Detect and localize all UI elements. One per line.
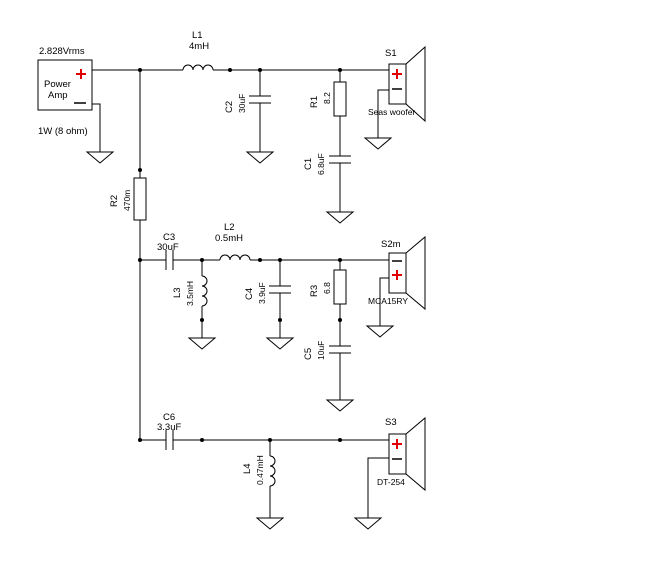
ground-icon [85, 150, 115, 164]
speaker-S1-cone [405, 45, 426, 123]
ground-icon [255, 517, 285, 530]
inductor-L4: L4 0.47mH [242, 440, 276, 518]
ground-icon [265, 337, 295, 350]
capacitor-C1: C1 6.8uF [303, 153, 351, 211]
L1-value: 4mH [189, 41, 209, 52]
source-plus-icon [76, 69, 86, 79]
R1-value: 8.2 [322, 92, 332, 104]
L1-ref: L1 [192, 30, 203, 41]
inductor-L3: L3 3.5mH [172, 260, 208, 338]
inductor-L1: L1 4mH [182, 30, 214, 71]
S2m-plus-icon [392, 270, 402, 280]
junction-dot [278, 318, 282, 322]
L2-value: 0.5mH [215, 233, 243, 244]
C2-value: 30uF [237, 94, 247, 113]
junction-dot [200, 438, 204, 442]
ground-icon [187, 337, 217, 350]
C6-value: 3.3uF [157, 422, 181, 433]
L4-ref: L4 [242, 463, 253, 474]
C4-value: 3.9uF [257, 282, 267, 304]
C3-ref: C3 [163, 232, 175, 243]
R3-ref: R3 [309, 285, 320, 297]
R2-ref: R2 [109, 195, 120, 207]
S2m-model: MCA15RY [368, 296, 408, 306]
junction-dot [228, 68, 232, 72]
capacitor-C3: C3 30uF [157, 232, 179, 270]
ground-icon [353, 517, 383, 530]
C3-value: 30uF [157, 242, 179, 253]
capacitor-C6: C6 3.3uF [157, 412, 181, 450]
S1-ref: S1 [385, 48, 397, 59]
R3-value: 6.8 [322, 282, 332, 294]
ground-icon [325, 399, 355, 412]
speaker-S3-cone [405, 416, 426, 492]
capacitor-C5: C5 10uF [303, 341, 351, 400]
C1-value: 6.8uF [316, 153, 326, 175]
speaker-S2m-cone [405, 235, 426, 311]
junction-dot [200, 318, 204, 322]
R2-value: 470m [122, 190, 132, 211]
junction-dot [338, 318, 342, 322]
resistor-R1: R1 8.2 [309, 70, 347, 156]
L4-value: 0.47mH [255, 455, 265, 485]
resistor-R2: R2 470m [109, 170, 147, 440]
speaker-S2m: S2m MCA15RY [368, 235, 426, 326]
S1-plus-icon [392, 69, 402, 79]
capacitor-C2: C2 30uF [224, 70, 271, 150]
ground-icon [325, 211, 355, 224]
S3-model: DT-254 [377, 477, 405, 487]
S3-ref: S3 [385, 417, 397, 428]
ground-icon [245, 150, 275, 164]
junction-dot [338, 438, 342, 442]
L3-ref: L3 [172, 287, 183, 298]
power-amp-box [37, 59, 93, 111]
C2-ref: C2 [224, 101, 235, 113]
L2-ref: L2 [224, 222, 235, 233]
inductor-L2: L2 0.5mH [215, 222, 251, 261]
source-power: 1W (8 ohm) [38, 126, 88, 137]
C4-ref: C4 [244, 288, 255, 300]
L3-value: 3.5mH [185, 281, 195, 306]
speaker-S1: S1 Seas woofer [368, 45, 426, 138]
power-amp-source: 2.828Vrms Power Amp 1W (8 ohm) [37, 46, 140, 164]
S2m-ref: S2m [381, 239, 401, 250]
source-name-line1: Power [44, 79, 71, 90]
S3-plus-icon [392, 439, 402, 449]
ground-icon [365, 325, 395, 338]
source-voltage: 2.828Vrms [39, 46, 85, 57]
speaker-S3: S3 DT-254 [367, 416, 426, 518]
junction-dot [258, 258, 262, 262]
ground-icon [363, 137, 393, 150]
S1-model: Seas woofer [368, 107, 415, 117]
R1-ref: R1 [309, 96, 320, 108]
capacitor-C4: C4 3.9uF [244, 260, 291, 338]
C1-ref: C1 [303, 158, 314, 170]
source-name-line2: Amp [48, 90, 68, 101]
C5-value: 10uF [316, 341, 326, 360]
resistor-R3: R3 6.8 [309, 260, 347, 346]
C6-ref: C6 [163, 412, 175, 423]
C5-ref: C5 [303, 348, 314, 360]
